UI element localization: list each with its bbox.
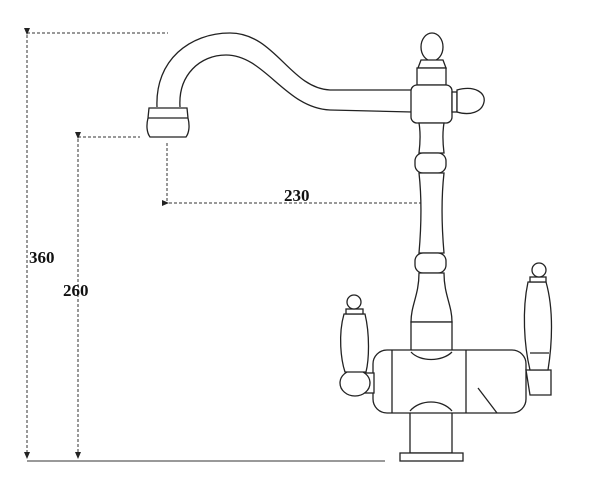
dimension-label-260: 260 [63,281,89,300]
dimension-360 [24,28,168,459]
left-handle-knob [346,294,362,310]
dimension-260 [75,132,140,459]
valve-body [372,349,527,414]
side-finial [456,87,485,115]
top-finial [420,32,444,62]
right-handle[interactable] [523,262,553,396]
spout [146,32,413,138]
dimension-label-230: 230 [284,186,310,205]
right-handle-knob [531,262,547,278]
faucet-body [372,349,527,462]
dimension-230 [162,143,431,217]
spout-aerator [146,107,190,138]
left-handle[interactable] [339,294,375,397]
dimension-label-360: 360 [29,248,55,267]
faucet-column [410,32,485,361]
hub [410,84,453,124]
base-plate [399,452,464,462]
